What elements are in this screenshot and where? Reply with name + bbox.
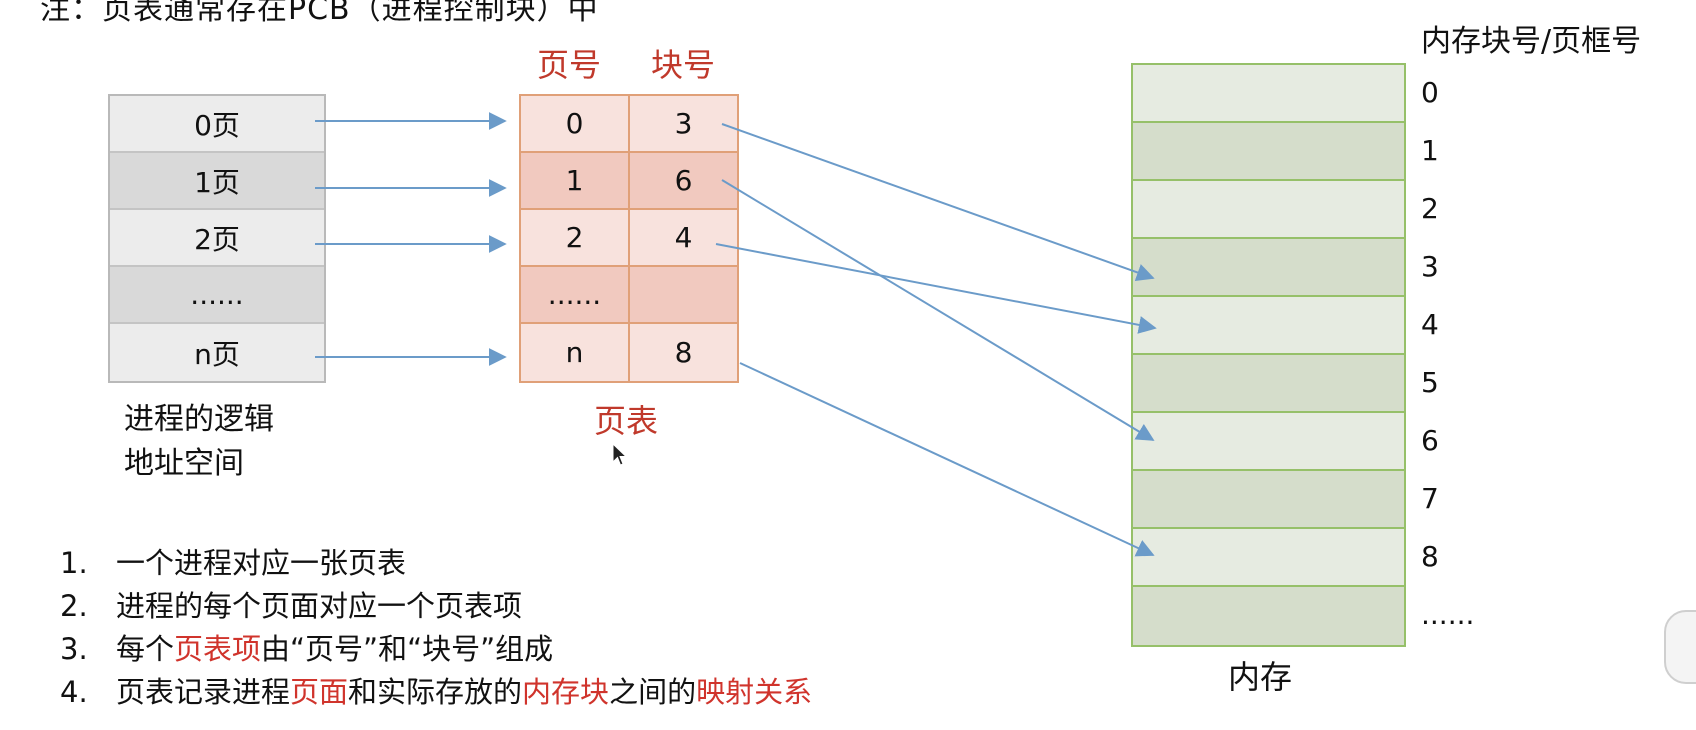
page-table-row: 2 4 xyxy=(521,210,737,267)
frame-number-label: 5 xyxy=(1421,366,1439,399)
note-text: 页表记录进程 xyxy=(116,675,291,709)
memory-block xyxy=(1133,65,1404,123)
page-table-row: n 8 xyxy=(521,324,737,381)
top-note: 注：页表通常存在PCB（进程控制块）中 xyxy=(40,0,599,27)
logical-page-row: 0页 xyxy=(110,96,324,153)
block-number-cell: 4 xyxy=(628,210,737,265)
frame-number-label: 6 xyxy=(1421,424,1439,457)
memory-caption: 内存 xyxy=(1228,658,1293,696)
block-number-cell: 3 xyxy=(628,96,737,151)
page-number-cell: ...... xyxy=(547,278,602,311)
entry-to-frame-arrow xyxy=(739,362,1155,557)
memory-blocks xyxy=(1131,63,1406,647)
side-floating-button[interactable] xyxy=(1664,610,1696,684)
note-highlight: 页表项 xyxy=(174,632,262,666)
entry-to-frame-arrow xyxy=(715,243,1157,334)
block-number-cell: 6 xyxy=(628,153,737,208)
page-number-cell: 0 xyxy=(565,107,584,140)
note-text: 和实际存放的 xyxy=(348,675,523,709)
note-item: 3. 每个页表项由“页号”和“块号”组成 xyxy=(60,628,812,671)
block-number-cell: 8 xyxy=(628,324,737,381)
logical-page-row: 1页 xyxy=(110,153,324,210)
page-number-cell: 2 xyxy=(565,221,584,254)
logical-page-row: n页 xyxy=(110,324,324,381)
page-table-caption: 页表 xyxy=(594,402,659,440)
notes-list: 1. 一个进程对应一张页表 2. 进程的每个页面对应一个页表项 3. 每个页表项由“页… xyxy=(60,542,812,714)
frame-number-label: 2 xyxy=(1421,192,1439,225)
memory-block xyxy=(1133,587,1404,645)
frame-number-label: 4 xyxy=(1421,308,1439,341)
note-text: 一个进程对应一张页表 xyxy=(116,546,407,580)
logical-address-space: 0页 1页 2页 ...... n页 xyxy=(108,94,326,383)
page-table-row: ...... xyxy=(521,267,737,324)
note-item: 4. 页表记录进程页面和实际存放的内存块之间的映射关系 xyxy=(60,671,812,714)
frame-number-label: 1 xyxy=(1421,134,1439,167)
logical-caption-line1: 进程的逻辑 xyxy=(124,402,274,437)
page-number-header: 页号 xyxy=(537,46,602,84)
logical-page-row: 2页 xyxy=(110,210,324,267)
block-number-cell xyxy=(628,267,737,322)
note-text: 之间的 xyxy=(609,675,697,709)
memory-block xyxy=(1133,413,1404,471)
note-item: 1. 一个进程对应一张页表 xyxy=(60,542,812,585)
entry-to-frame-arrow xyxy=(721,123,1155,282)
note-number: 1. xyxy=(60,546,88,580)
entry-to-frame-arrow xyxy=(721,179,1155,441)
note-highlight: 页面 xyxy=(290,675,349,709)
note-highlight: 内存块 xyxy=(522,675,610,709)
mouse-cursor-icon xyxy=(612,443,628,466)
frame-number-label: 8 xyxy=(1421,540,1439,573)
note-highlight: 映射关系 xyxy=(696,675,813,709)
frame-number-label: 0 xyxy=(1421,76,1439,109)
note-item: 2. 进程的每个页面对应一个页表项 xyxy=(60,585,812,628)
note-number: 4. xyxy=(60,675,88,709)
page-table: 0 3 1 6 2 4 ...... n 8 xyxy=(519,94,739,383)
note-text: 进程的每个页面对应一个页表项 xyxy=(116,589,523,623)
memory-frame-header: 内存块号/页框号 xyxy=(1421,24,1642,59)
page-table-row: 1 6 xyxy=(521,153,737,210)
memory-block xyxy=(1133,471,1404,529)
frame-number-label: 3 xyxy=(1421,250,1439,283)
note-number: 2. xyxy=(60,589,88,623)
memory-block xyxy=(1133,355,1404,413)
logical-space-caption: 进程的逻辑 地址空间 xyxy=(124,398,274,486)
memory-block xyxy=(1133,123,1404,181)
logical-caption-line2: 地址空间 xyxy=(124,446,244,481)
memory-block xyxy=(1133,297,1404,355)
note-number: 3. xyxy=(60,632,88,666)
memory-block xyxy=(1133,529,1404,587)
logical-page-row: ...... xyxy=(110,267,324,324)
frame-number-label: 7 xyxy=(1421,482,1439,515)
page-number-cell: n xyxy=(565,336,584,369)
memory-block xyxy=(1133,239,1404,297)
page-table-row: 0 3 xyxy=(521,96,737,153)
note-text: 每个 xyxy=(116,632,175,666)
page-number-cell: 1 xyxy=(565,164,584,197)
block-number-header: 块号 xyxy=(651,46,716,84)
frame-number-label: ...... xyxy=(1421,598,1475,631)
note-text: 由“页号”和“块号”组成 xyxy=(261,632,554,666)
memory-block xyxy=(1133,181,1404,239)
